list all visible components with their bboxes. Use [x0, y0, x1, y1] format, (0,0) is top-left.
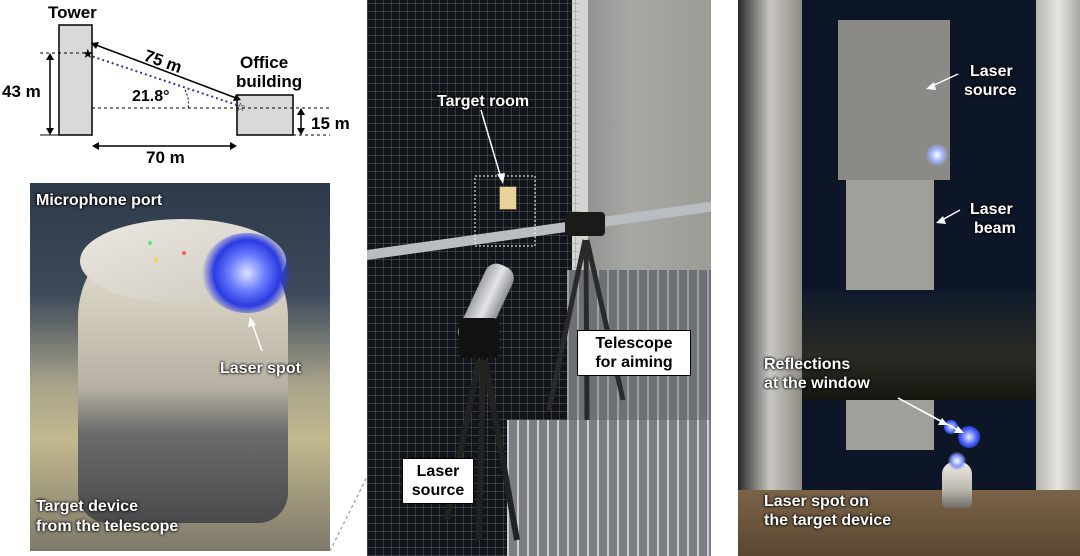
laser-spot-glow: [202, 233, 292, 313]
telescope-label-box: Telescope for aiming: [577, 330, 691, 376]
led-dot-red: [182, 251, 186, 255]
office-star-icon: ☆: [235, 100, 246, 114]
window-frame-right: [1036, 0, 1080, 556]
city-lights: [802, 290, 1036, 400]
reflections-line2: at the window: [764, 375, 870, 392]
led-dots: [148, 241, 152, 245]
telescope-label-line1: Telescope: [595, 335, 673, 352]
setup-photo: Target room Telescope for aiming Laser s…: [367, 0, 711, 556]
office-label-line2: building: [236, 72, 303, 91]
window-sill: [738, 490, 1080, 556]
laser-source-label-line2: source: [411, 482, 465, 499]
led-dot-yellow: [154, 258, 158, 262]
laser-source-glow: [926, 144, 948, 166]
caption-line2: from the telescope: [36, 518, 179, 535]
laser-device-head: [459, 318, 499, 358]
office-height-label: 15 m: [311, 114, 350, 133]
target-spot-line1: Laser spot on: [764, 493, 869, 510]
reflections-line1: Reflections: [764, 356, 851, 373]
left-photo-arrows: [248, 317, 263, 352]
laser-beam-line1: Laser: [970, 201, 1013, 218]
target-spot-line2: the target device: [764, 512, 892, 529]
angle-label: 21.8°: [132, 88, 170, 105]
telescope-label-line2: for aiming: [595, 354, 673, 371]
office-shape: [236, 94, 294, 136]
target-room-label: Target room: [437, 93, 530, 110]
railing-platform: [507, 420, 711, 556]
caption-line1: Target device: [36, 498, 138, 515]
target-spot-glow: [948, 452, 966, 470]
laser-path-line: [87, 54, 241, 107]
target-room-window: [499, 186, 517, 210]
geometry-diagram: ★ ☆ Tower Office building 75 m 21.8° 43 …: [0, 0, 362, 175]
horizontal-distance-label: 70 m: [146, 148, 185, 167]
reflection-glow-2: [958, 426, 980, 448]
tower-height-label: 43 m: [2, 82, 41, 101]
geometry-svg: ★ ☆: [40, 24, 330, 150]
right-photo-arrows: [897, 73, 964, 433]
laser-spot-label: Laser spot: [220, 360, 301, 377]
laser-source-right-line2: source: [964, 82, 1017, 99]
laser-beam-line2: beam: [974, 220, 1016, 237]
laser-source-right-line1: Laser: [970, 63, 1013, 80]
window-view-photo: Laser source Laser beam Reflections at t…: [738, 0, 1080, 556]
tower-star-icon: ★: [82, 46, 94, 61]
laser-source-label-box: Laser source: [402, 458, 474, 504]
laser-source-label-line1: Laser: [416, 463, 460, 480]
telescope-body: [565, 212, 605, 236]
microphone-port-label: Microphone port: [36, 192, 163, 209]
tower-label: Tower: [48, 3, 97, 22]
tower-shape: [58, 24, 93, 136]
target-device-photo: Microphone port Laser spot Target device…: [30, 183, 330, 551]
window-frame-left: [738, 0, 802, 556]
office-label-line1: Office: [240, 53, 289, 72]
